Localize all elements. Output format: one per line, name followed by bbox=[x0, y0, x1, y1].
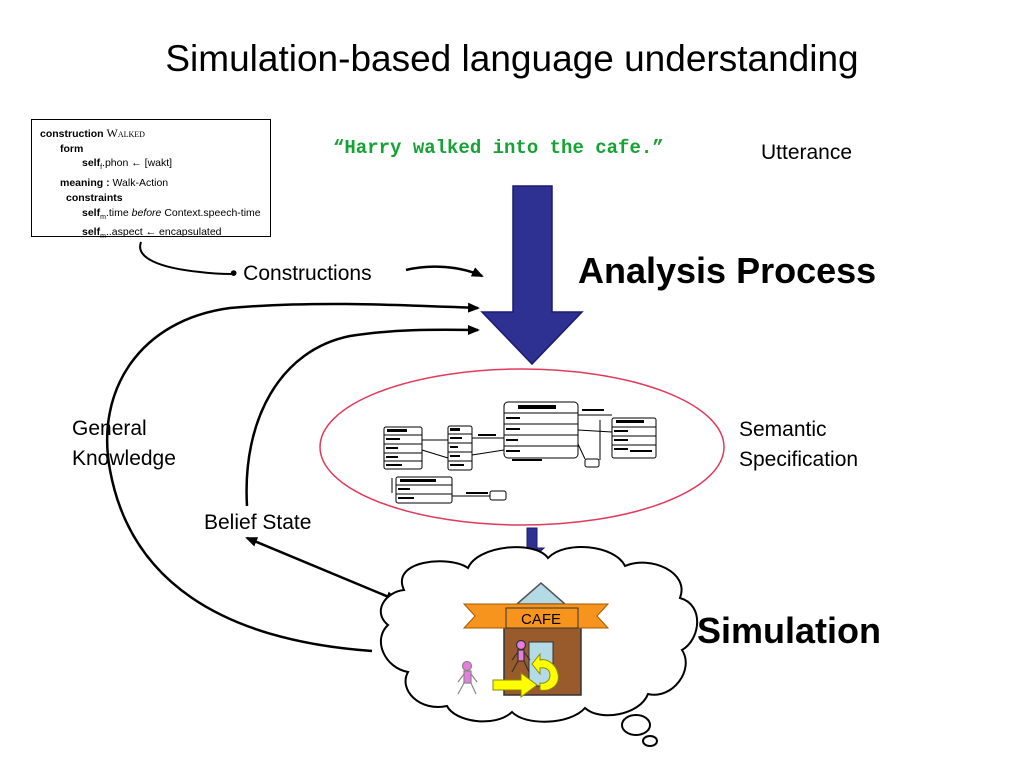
thought-bubble-large bbox=[621, 714, 651, 736]
semspec-schema-diagram bbox=[383, 401, 657, 504]
belief-state-arrow bbox=[245, 324, 480, 507]
page-title: Simulation-based language understanding bbox=[165, 38, 859, 79]
cafe-sign: CAFE bbox=[521, 611, 561, 628]
construction-box: construction Walked form selff.phon ← [w… bbox=[31, 119, 271, 241]
construction-connector bbox=[139, 241, 233, 275]
belief-state-label: Belief State bbox=[204, 511, 312, 534]
constraint-aspect: selfm..aspect ← encapsulated bbox=[82, 226, 222, 241]
form-line: selff.phon ← [wakt] bbox=[82, 157, 173, 172]
thought-bubble-small bbox=[642, 735, 658, 747]
utterance-label: Utterance bbox=[761, 141, 853, 164]
analysis-down-arrow bbox=[480, 185, 584, 366]
constraints-label: constraints bbox=[66, 191, 123, 204]
construction-header: construction Walked bbox=[40, 126, 145, 140]
person-in-cafe-icon bbox=[511, 639, 531, 673]
constructions-arrow bbox=[405, 265, 484, 278]
general-knowledge-label: General Knowledge bbox=[72, 417, 176, 470]
construction-name: Walked bbox=[106, 126, 145, 140]
belief-simulation-arrow bbox=[245, 536, 398, 602]
constructions-label: • Constructions bbox=[230, 262, 372, 285]
general-knowledge-arrow bbox=[105, 302, 480, 653]
walk-into-arrow bbox=[492, 672, 538, 698]
analysis-process-label: Analysis Process bbox=[578, 250, 877, 291]
utterance-text: “Harry walked into the cafe.” bbox=[333, 137, 664, 159]
enter-curved-arrow bbox=[531, 652, 559, 691]
meaning-line: meaning : Walk-Action bbox=[60, 177, 169, 190]
person-walking-icon bbox=[457, 660, 478, 695]
semantic-specification-label: Semantic Specification bbox=[739, 418, 859, 471]
constraint-time: selfm.time before Context.speech-time bbox=[82, 206, 261, 221]
simulation-label: Simulation bbox=[697, 610, 882, 651]
form-label: form bbox=[60, 142, 84, 155]
semspec-ellipse bbox=[319, 368, 725, 526]
